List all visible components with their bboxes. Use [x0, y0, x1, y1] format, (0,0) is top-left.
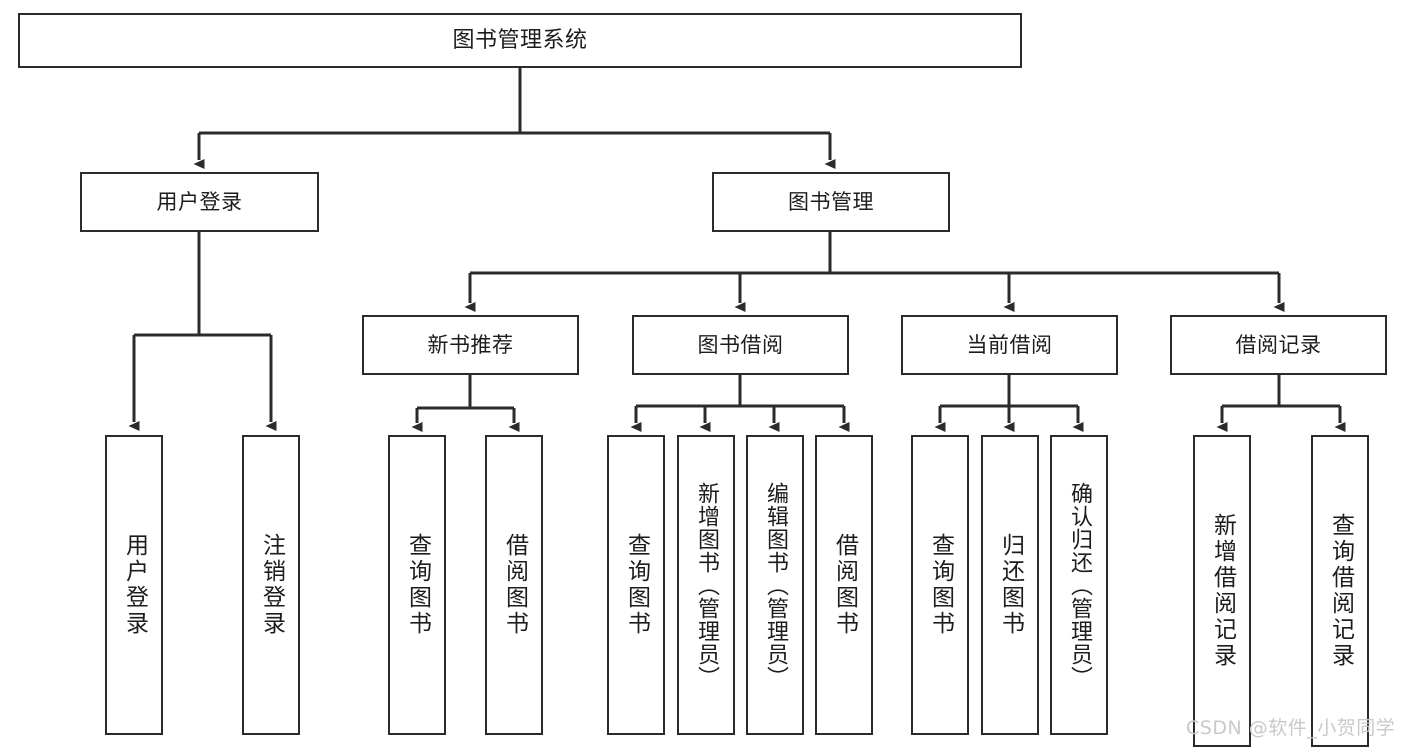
node-book-borrow[interactable]: 图书借阅 [632, 315, 849, 375]
node-label: 归还图书 [997, 533, 1024, 637]
leaf-borrow-edit[interactable]: 编辑图书（管理员） [746, 435, 804, 735]
leaf-rec-search[interactable]: 查询借阅记录 [1311, 435, 1369, 747]
leaf-user-logout[interactable]: 注销登录 [242, 435, 300, 735]
node-label: 新增借阅记录 [1209, 513, 1236, 669]
node-user-login[interactable]: 用户登录 [80, 172, 319, 232]
leaf-borrow-do[interactable]: 借阅图书 [815, 435, 873, 735]
node-label: 查询图书 [623, 533, 650, 637]
node-root[interactable]: 图书管理系统 [18, 13, 1022, 68]
leaf-rec-add[interactable]: 新增借阅记录 [1193, 435, 1251, 747]
node-book-manage[interactable]: 图书管理 [712, 172, 950, 232]
node-label: 当前借阅 [966, 332, 1053, 357]
leaf-borrow-query[interactable]: 查询图书 [607, 435, 665, 735]
node-label: 借阅图书 [501, 533, 528, 637]
leaf-rec-borrow[interactable]: 借阅图书 [485, 435, 543, 735]
node-label: 查询图书 [927, 533, 954, 637]
leaf-cur-query[interactable]: 查询图书 [911, 435, 969, 735]
node-label: 查询图书 [404, 533, 431, 637]
node-label: 图书管理 [788, 189, 874, 214]
node-label: 图书借阅 [697, 332, 784, 357]
leaf-user-login[interactable]: 用户登录 [105, 435, 163, 735]
node-label: 图书管理系统 [452, 27, 588, 53]
leaf-cur-return[interactable]: 归还图书 [981, 435, 1039, 735]
node-new-book-rec[interactable]: 新书推荐 [362, 315, 579, 375]
node-label: 确认归还（管理员） [1067, 481, 1092, 689]
node-label: 编辑图书（管理员） [763, 481, 788, 689]
node-label: 查询借阅记录 [1327, 513, 1354, 669]
csdn-watermark: CSDN @软件_小贺同学 [1186, 717, 1396, 739]
node-label: 新增图书（管理员） [694, 481, 719, 689]
leaf-cur-confirm[interactable]: 确认归还（管理员） [1050, 435, 1108, 735]
node-label: 用户登录 [156, 189, 243, 214]
node-label: 注销登录 [258, 533, 285, 637]
node-borrow-record[interactable]: 借阅记录 [1170, 315, 1387, 375]
node-current-borrow[interactable]: 当前借阅 [901, 315, 1118, 375]
leaf-rec-query[interactable]: 查询图书 [388, 435, 446, 735]
node-label: 借阅图书 [831, 533, 858, 637]
leaf-borrow-add[interactable]: 新增图书（管理员） [677, 435, 735, 735]
node-label: 用户登录 [121, 533, 148, 637]
node-label: 借阅记录 [1235, 332, 1322, 357]
node-label: 新书推荐 [427, 332, 514, 357]
